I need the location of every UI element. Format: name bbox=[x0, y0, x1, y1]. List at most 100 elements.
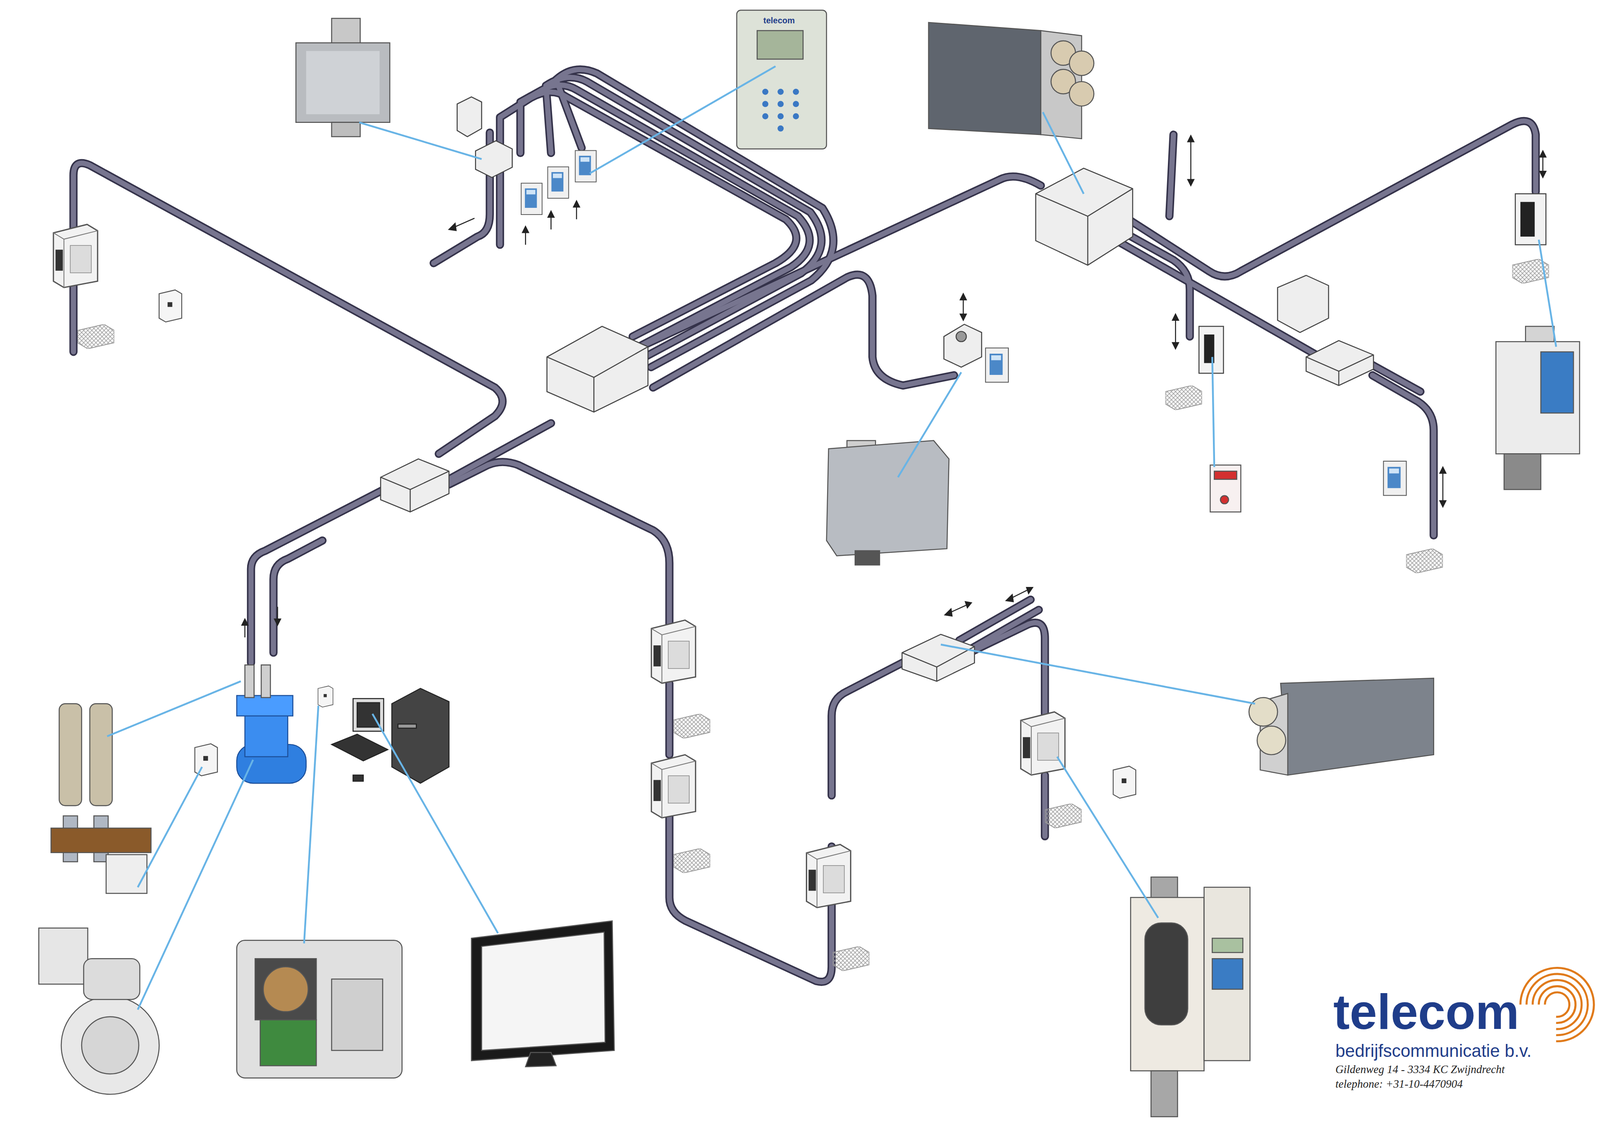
product-pictures-part-part bbox=[762, 100, 769, 108]
send-receive-stations-part bbox=[547, 167, 569, 199]
tube-pipes-fill-part bbox=[971, 610, 1039, 649]
product-pictures-part bbox=[1130, 897, 1204, 1071]
leader-lines-part bbox=[897, 372, 962, 478]
tube-pipes-fill-part bbox=[1169, 134, 1174, 217]
send-receive-stations-part bbox=[806, 844, 851, 908]
leader-lines-part bbox=[1042, 112, 1084, 194]
tube-pipes-fill-part bbox=[449, 462, 670, 625]
product-pictures-part bbox=[928, 22, 1041, 135]
leader-lines-part bbox=[1212, 357, 1215, 468]
tube-pipes-part bbox=[449, 462, 670, 625]
direction-arrows-part bbox=[1540, 150, 1547, 178]
logo-swirl-part bbox=[1526, 974, 1588, 1036]
direction-arrows-part bbox=[274, 619, 281, 626]
product-pictures-part bbox=[236, 940, 403, 1079]
product-pictures-part bbox=[90, 703, 113, 806]
product-pictures-part bbox=[525, 1052, 556, 1067]
tube-pipes-part bbox=[273, 540, 323, 653]
tube-pipes-part bbox=[831, 660, 907, 796]
product-pictures-part bbox=[1150, 1071, 1178, 1118]
product-pictures-part bbox=[331, 122, 361, 137]
company-name: bedrijfscommunicatie b.v. bbox=[1335, 1041, 1532, 1061]
product-pictures-part-part bbox=[762, 113, 769, 120]
computer-workstation-part bbox=[391, 688, 449, 784]
logo-swirl-part bbox=[1545, 992, 1570, 1018]
product-pictures-part-part bbox=[1069, 81, 1095, 107]
leader-lines-part bbox=[1057, 757, 1158, 919]
product-pictures-part-part bbox=[792, 100, 800, 108]
computer-workstation bbox=[331, 688, 450, 784]
junction-boxes-part bbox=[1087, 216, 1088, 266]
product-pictures-part bbox=[757, 30, 803, 60]
tube-pipes-fill-part bbox=[1372, 365, 1421, 392]
company-logo: telecom bbox=[1333, 985, 1520, 1040]
computer-workstation-part bbox=[397, 724, 417, 729]
product-pictures-part bbox=[81, 1017, 139, 1075]
junction-boxes-part bbox=[956, 331, 967, 342]
product-pictures-part bbox=[471, 921, 615, 1061]
leader-lines-part bbox=[1538, 239, 1557, 347]
direction-arrows-part bbox=[241, 619, 248, 626]
blower-unit-part bbox=[261, 665, 271, 698]
direction-arrows-part bbox=[1187, 135, 1195, 186]
product-pictures-part bbox=[1280, 678, 1434, 776]
control-boxes-part bbox=[1113, 766, 1136, 799]
product-pictures-part bbox=[1495, 341, 1580, 454]
junction-boxes-part bbox=[593, 377, 595, 413]
junction-boxes-part bbox=[409, 489, 411, 513]
junction-boxes-part bbox=[457, 97, 482, 137]
junction-boxes-part bbox=[1306, 355, 1374, 372]
product-pictures-part bbox=[1249, 697, 1278, 727]
junction-boxes-part bbox=[902, 634, 975, 682]
computer-workstation-part bbox=[357, 702, 380, 728]
send-receive-stations-part bbox=[1520, 202, 1535, 237]
blower-unit-part bbox=[245, 665, 255, 698]
product-pictures-part bbox=[1145, 923, 1188, 1026]
tube-pipes-fill-part bbox=[666, 683, 672, 755]
product-pictures-part bbox=[306, 50, 380, 115]
direction-arrows-part bbox=[522, 226, 529, 233]
junction-boxes-part bbox=[1277, 275, 1329, 333]
receiving-baskets-part bbox=[1045, 803, 1082, 829]
control-boxes bbox=[159, 290, 1136, 799]
product-pictures-part bbox=[1504, 453, 1541, 490]
junction-boxes-part bbox=[943, 324, 982, 368]
product-pictures-part-part bbox=[792, 113, 800, 120]
product-pictures-part bbox=[481, 932, 605, 1051]
tube-pipes-part bbox=[1040, 775, 1050, 837]
tube-pipes bbox=[73, 69, 1536, 983]
tube-pipes-part bbox=[665, 683, 674, 755]
product-pictures-part bbox=[1212, 938, 1243, 953]
leader-lines-part bbox=[304, 705, 319, 944]
direction-arrows-part bbox=[1172, 314, 1179, 349]
leader-lines-part bbox=[137, 760, 254, 1010]
junction-boxes-part bbox=[380, 459, 449, 513]
direction-arrows-part bbox=[547, 211, 555, 218]
tube-pipes-fill-part bbox=[645, 176, 1041, 345]
send-receive-stations-part bbox=[521, 183, 543, 215]
direction-arrows-part bbox=[945, 601, 972, 616]
send-receive-stations bbox=[53, 150, 1546, 908]
send-receive-stations-part bbox=[1199, 326, 1224, 374]
tube-pipes-fill-part bbox=[1120, 230, 1190, 337]
control-boxes-part bbox=[317, 686, 333, 708]
leader-lines bbox=[107, 66, 1557, 1010]
product-pictures-part bbox=[1212, 958, 1243, 990]
tube-pipes-part bbox=[969, 622, 1045, 715]
product-pictures-part bbox=[1204, 887, 1250, 1061]
receiving-baskets-part bbox=[1165, 385, 1203, 410]
tube-pipes-part bbox=[1169, 134, 1174, 217]
receiving-baskets-part bbox=[673, 714, 710, 739]
send-receive-stations-part bbox=[53, 224, 98, 288]
control-boxes-part bbox=[159, 290, 182, 323]
logo-swirl-part bbox=[1532, 980, 1582, 1030]
send-receive-stations-part bbox=[985, 347, 1009, 383]
direction-arrows-part bbox=[960, 293, 967, 321]
product-pictures-part bbox=[1257, 726, 1286, 755]
leader-lines-part bbox=[590, 66, 776, 174]
product-pictures-part bbox=[260, 1020, 317, 1066]
junction-boxes-part bbox=[1306, 340, 1374, 386]
send-receive-stations-part bbox=[1515, 193, 1546, 245]
logo-swirl bbox=[1520, 967, 1594, 1042]
product-pictures-part-part bbox=[1069, 50, 1095, 76]
